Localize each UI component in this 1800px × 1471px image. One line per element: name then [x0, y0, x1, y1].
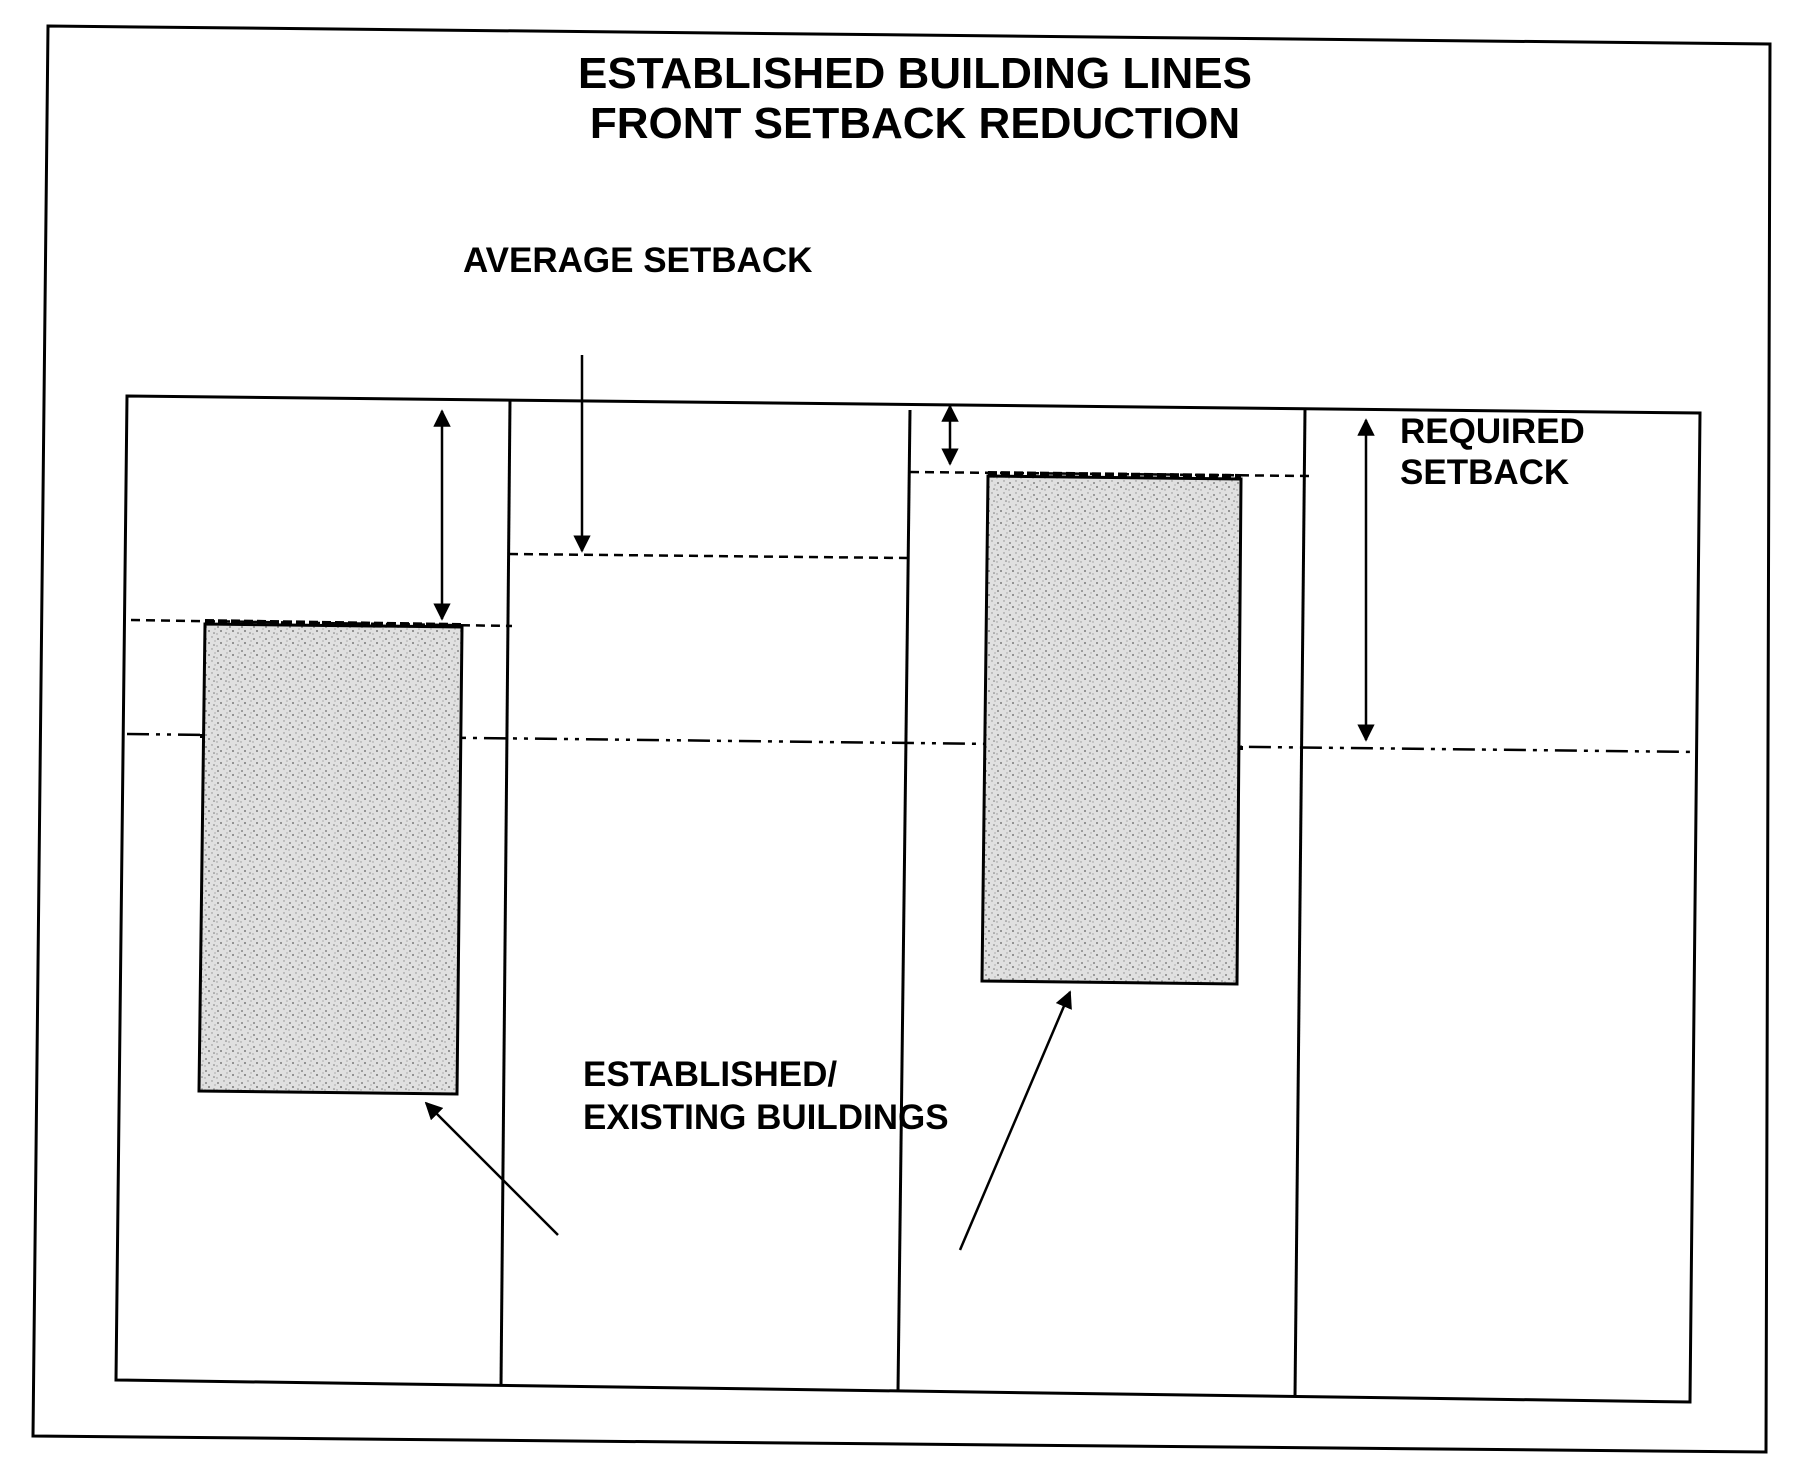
- required-setback-label-line-1: REQUIRED: [1400, 412, 1585, 451]
- required-setback-label-line-2: SETBACK: [1400, 453, 1569, 492]
- building-pointer-arrow-left: [424, 1101, 559, 1236]
- building-pointer-arrow-right: [958, 990, 1072, 1251]
- lot-divider-2: [896, 409, 912, 1392]
- diagram-title-line-2: FRONT SETBACK REDUCTION: [590, 99, 1240, 148]
- existing-building-left: [197, 622, 464, 1096]
- lot-divider-1: [499, 399, 512, 1387]
- existing-building-right: [980, 474, 1243, 986]
- building-line-left-building: [204, 619, 463, 627]
- existing-buildings-label-line-1: ESTABLISHED/: [583, 1055, 837, 1094]
- diagram-title-line-1: ESTABLISHED BUILDING LINES: [578, 49, 1252, 98]
- outer-frame: [31, 24, 1772, 1454]
- lots-boundary: [114, 394, 1702, 1404]
- building-line-right-building: [987, 471, 1242, 478]
- building-line-left-lot: [130, 618, 513, 628]
- lot-divider-3: [1293, 408, 1307, 1398]
- average-setback-line: [508, 552, 908, 560]
- average-setback-label: AVERAGE SETBACK: [463, 241, 812, 280]
- existing-buildings-label-line-2: EXISTING BUILDINGS: [583, 1098, 949, 1137]
